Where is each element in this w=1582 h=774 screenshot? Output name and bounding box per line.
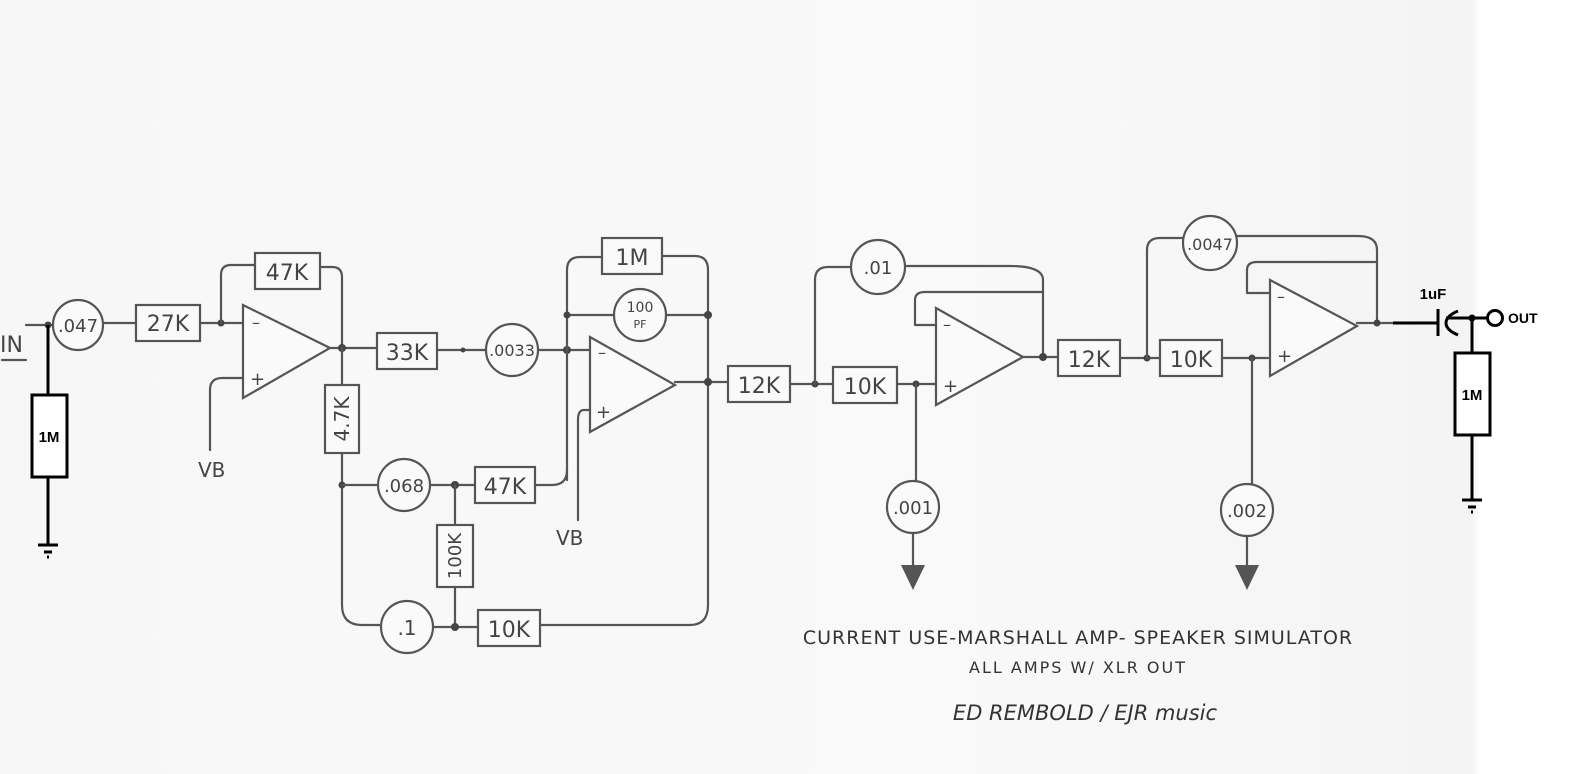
resistor-r-fb1 [253, 251, 322, 291]
r-33k-value: 33K [386, 341, 429, 366]
junction-dot [704, 311, 712, 319]
opamp-1 [241, 303, 333, 400]
resistor-r-12k-a [726, 364, 792, 404]
wire [576, 408, 592, 522]
c-0033-value: .0033 [489, 341, 535, 360]
resistor-r-47k-b [473, 465, 537, 505]
c-001-value: .001 [893, 498, 933, 519]
wire [813, 265, 855, 386]
output-label: OUT [1508, 310, 1538, 326]
output-section: 1uF OUT 1M [1393, 286, 1538, 514]
junction-dot [451, 623, 459, 631]
opamp-2-minus: – [598, 343, 606, 362]
title-notes: CURRENT USE-MARSHALL AMP- SPEAKER SIMULA… [803, 627, 1353, 725]
wire [538, 254, 710, 627]
junction-dot [563, 311, 571, 319]
input-label: IN [0, 333, 23, 358]
stage-1: 27K 47K – + VB 4.7K [134, 251, 387, 627]
r-100k-value: 100K [445, 532, 466, 579]
c-100pf-value-bottom: PF [634, 318, 647, 331]
resistor-r-100k [435, 523, 475, 589]
stage-4: 12K 10K .0047 – + .002 [1056, 214, 1397, 590]
wire [219, 263, 257, 325]
input-section: IN .047 1M [0, 298, 137, 559]
opamp-4-plus: + [1277, 346, 1292, 367]
vb-label-2: VB [556, 526, 583, 550]
wire [533, 468, 569, 487]
opamp-1-plus: + [250, 369, 265, 390]
stage-2: 33K .0033 1M 100 PF – + VB .068 47K [340, 236, 730, 655]
capacitor-c-in [51, 298, 105, 352]
resistor-r-in-shunt [30, 393, 69, 479]
wire [1245, 260, 1379, 295]
resistor-r-fb2 [600, 236, 664, 276]
r-10k-loop-value: 10K [488, 618, 531, 643]
ground-icon [38, 543, 58, 559]
resistor-r1 [134, 303, 202, 343]
stage-3: 12K 10K .01 – + .001 [726, 238, 1060, 590]
c-100pf-value-top: 100 [627, 300, 654, 316]
wire [913, 290, 1045, 327]
r-12k-b-value: 12K [1068, 348, 1111, 373]
wire [1235, 234, 1379, 324]
wire [565, 255, 604, 482]
ground-icon [901, 565, 925, 590]
junction-dot [704, 378, 712, 386]
wire [340, 451, 387, 627]
c-1-value: .1 [397, 616, 416, 640]
r-47k-b-value: 47K [484, 475, 527, 500]
r-fb1-value: 47K [266, 261, 309, 286]
ground-icon [1462, 498, 1482, 514]
wire [208, 376, 245, 452]
output-terminal [1486, 309, 1504, 327]
r1-value: 27K [147, 312, 190, 337]
r-in-shunt-value: 1M [39, 429, 60, 446]
opamp-1-minus: – [252, 313, 260, 332]
opamp-2 [588, 335, 678, 434]
r-fb2-value: 1M [616, 246, 649, 271]
wire [318, 265, 344, 350]
wire [903, 264, 1045, 359]
opamp-2-plus: + [596, 402, 611, 423]
junction-dot [1373, 319, 1381, 327]
note-line-1: CURRENT USE-MARSHALL AMP- SPEAKER SIMULA… [803, 627, 1353, 649]
opamp-3 [934, 306, 1026, 407]
resistor-r-4k7 [323, 383, 361, 455]
resistor-r-12k-b [1056, 338, 1122, 378]
resistor-r-10k-b [1158, 338, 1224, 378]
note-line-2: ALL AMPS W/ XLR OUT [969, 658, 1187, 677]
c-in-value: .047 [58, 316, 98, 337]
wire [1145, 236, 1187, 360]
r-12k-a-value: 12K [738, 374, 781, 399]
resistor-r-10k-loop [476, 608, 542, 648]
opamp-4 [1268, 278, 1360, 378]
c-002-value: .002 [1227, 501, 1267, 522]
c-0047-value: .0047 [1187, 235, 1233, 254]
opamp-3-plus: + [943, 376, 958, 397]
junction-dot [1039, 353, 1047, 361]
ground-icon [1235, 565, 1259, 590]
c-out-value: 1uF [1420, 286, 1447, 303]
c-01-value: .01 [864, 258, 893, 279]
junction-dot [460, 347, 466, 353]
r-4k7-value: 4.7K [330, 396, 354, 442]
vb-label-1: VB [198, 458, 225, 482]
r-10k-a-value: 10K [844, 375, 887, 400]
c-068-value: .068 [384, 476, 424, 497]
capacitor-c-0047 [1181, 214, 1239, 272]
resistor-r-33k [375, 331, 439, 371]
r-out-shunt-value: 1M [1462, 387, 1483, 404]
opamp-4-minus: – [1277, 287, 1285, 306]
capacitor-c-out-curve [1444, 309, 1459, 337]
note-line-3: ED REMBOLD / EJR music [953, 701, 1218, 725]
r-10k-b-value: 10K [1170, 348, 1213, 373]
opamp-3-minus: – [943, 315, 951, 334]
